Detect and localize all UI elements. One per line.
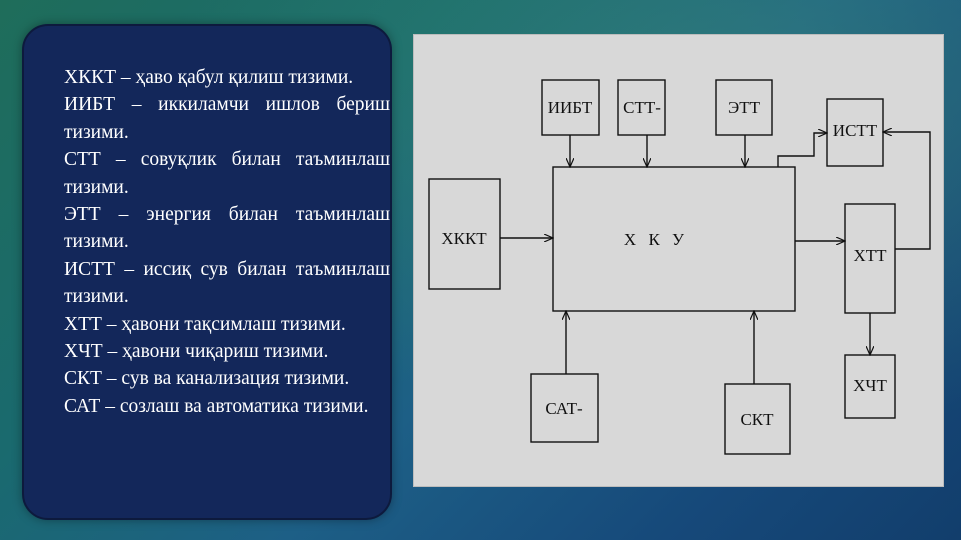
- label-hkkt: ХККТ: [441, 229, 487, 248]
- legend-item-skt: СКТ – сув ва канализация тизими.: [64, 368, 350, 390]
- arrow-htt-istt: [883, 132, 931, 250]
- legend-item-sat: САТ – созлаш ва автоматика тизими.: [64, 395, 369, 417]
- legend-item-iibt: ИИБТ – иккиламчи ишлов бериш тизими.: [64, 94, 390, 143]
- label-sat: САТ-: [545, 399, 583, 418]
- legend-panel: ХККТ – ҳаво қабул қилиш тизими. ИИБТ – и…: [22, 24, 392, 520]
- label-hku: Х К У: [624, 230, 688, 249]
- block-diagram: ХККТ ИИБТ СТТ- ЭТТ ИСТТ Х К У ХТТ ХЧТ СА…: [413, 34, 944, 487]
- legend-item-hkkt: ХККТ – ҳаво қабул қилиш тизими.: [64, 67, 354, 88]
- legend-item-hcht: ХЧТ – ҳавони чиқариш тизими.: [64, 341, 329, 363]
- box-stt: [617, 79, 666, 136]
- box-skt: [724, 383, 791, 455]
- label-htt: ХТТ: [853, 246, 887, 265]
- label-skt: СКТ: [740, 410, 774, 429]
- legend-item-stt: СТТ – совуқлик билан таъминлаш тизими.: [64, 149, 390, 198]
- label-stt: СТТ-: [623, 98, 661, 117]
- legend-item-istt: ИСТТ – иссиқ сув билан таъминлаш тизими.: [64, 258, 390, 308]
- arrow-hku-istt: [777, 133, 827, 167]
- label-iibt: ИИБТ: [548, 98, 593, 117]
- label-ett: ЭТТ: [728, 98, 761, 117]
- box-ett: [715, 79, 773, 136]
- legend-item-ett: ЭТТ – энергия билан таъминлаш тизими.: [64, 204, 390, 253]
- box-hkkt: [428, 178, 501, 290]
- block-diagram-svg: ХККТ ИИБТ СТТ- ЭТТ ИСТТ Х К У ХТТ ХЧТ СА…: [428, 79, 931, 455]
- legend-list: ХККТ – ҳаво қабул қилиш тизими. ИИБТ – и…: [64, 64, 390, 420]
- label-istt: ИСТТ: [833, 121, 878, 140]
- box-sat: [530, 373, 599, 443]
- legend-item-htt: ХТТ – ҳавони тақсимлаш тизими.: [64, 313, 346, 335]
- label-hcht: ХЧТ: [853, 376, 887, 395]
